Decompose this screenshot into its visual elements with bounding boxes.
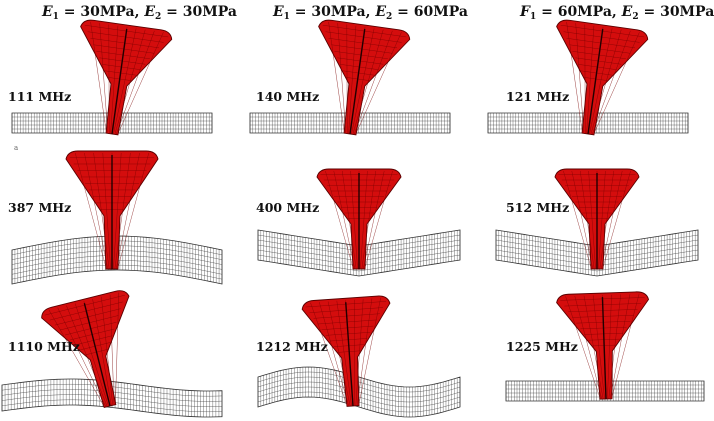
mode-shape-r3-c3	[505, 291, 705, 402]
panel-r2-c2: 400 MHz	[238, 142, 476, 282]
panel-r2-c3: 512 MHz	[476, 142, 714, 282]
frequency-label: 1225 MHz	[506, 339, 578, 354]
tip-shape	[41, 290, 130, 408]
mode-shape-r2-c3	[495, 168, 699, 277]
panel-r1-c3: 121 MHz	[476, 19, 714, 162]
tip-shape	[301, 295, 391, 407]
panel-r3-c2: 1212 MHz	[238, 281, 476, 421]
panel-r3-c1: 1110 MHz	[0, 281, 238, 421]
mode-shape-r3-c2	[257, 295, 461, 418]
panel-r1-c2: 140 MHz	[238, 19, 476, 162]
tip-shape	[65, 150, 159, 270]
mode-shape-r2-c2	[257, 168, 461, 277]
tip-shape	[316, 168, 402, 270]
mode-shape-r1-c1	[11, 19, 213, 136]
column-header-3: F1 = 60MPa, E2 = 30MPa	[520, 4, 714, 22]
column-header-2: E1 = 30MPa, E2 = 60MPa	[273, 4, 468, 22]
tip-shape	[556, 291, 650, 400]
frequency-label: 1212 MHz	[256, 339, 328, 354]
column-header-1: E1 = 30MPa, E2 = 30MPa	[42, 4, 237, 22]
frequency-label: 387 MHz	[8, 200, 72, 215]
panel-r1-c1: 111 MHz	[0, 19, 238, 162]
mode-shape-r1-c2	[249, 19, 451, 136]
tip-shape	[554, 168, 640, 270]
tip-shape	[556, 19, 649, 136]
panel-r3-c3: 1225 MHz	[476, 281, 714, 421]
tip-shape	[318, 19, 411, 136]
mode-shape-r2-c1	[11, 150, 223, 285]
frequency-label: 1110 MHz	[8, 339, 80, 354]
mode-shape-r3-c1	[1, 290, 223, 418]
mode-shape-r1-c3	[487, 19, 689, 136]
panel-r2-c1: 387 MHz	[0, 142, 238, 285]
frequency-label: 111 MHz	[8, 89, 72, 104]
stray-mark: a	[14, 144, 19, 152]
frequency-label: 512 MHz	[506, 200, 570, 215]
frequency-label: 140 MHz	[256, 89, 320, 104]
tip-shape	[80, 19, 173, 136]
frequency-label: 400 MHz	[256, 200, 320, 215]
frequency-label: 121 MHz	[506, 89, 570, 104]
